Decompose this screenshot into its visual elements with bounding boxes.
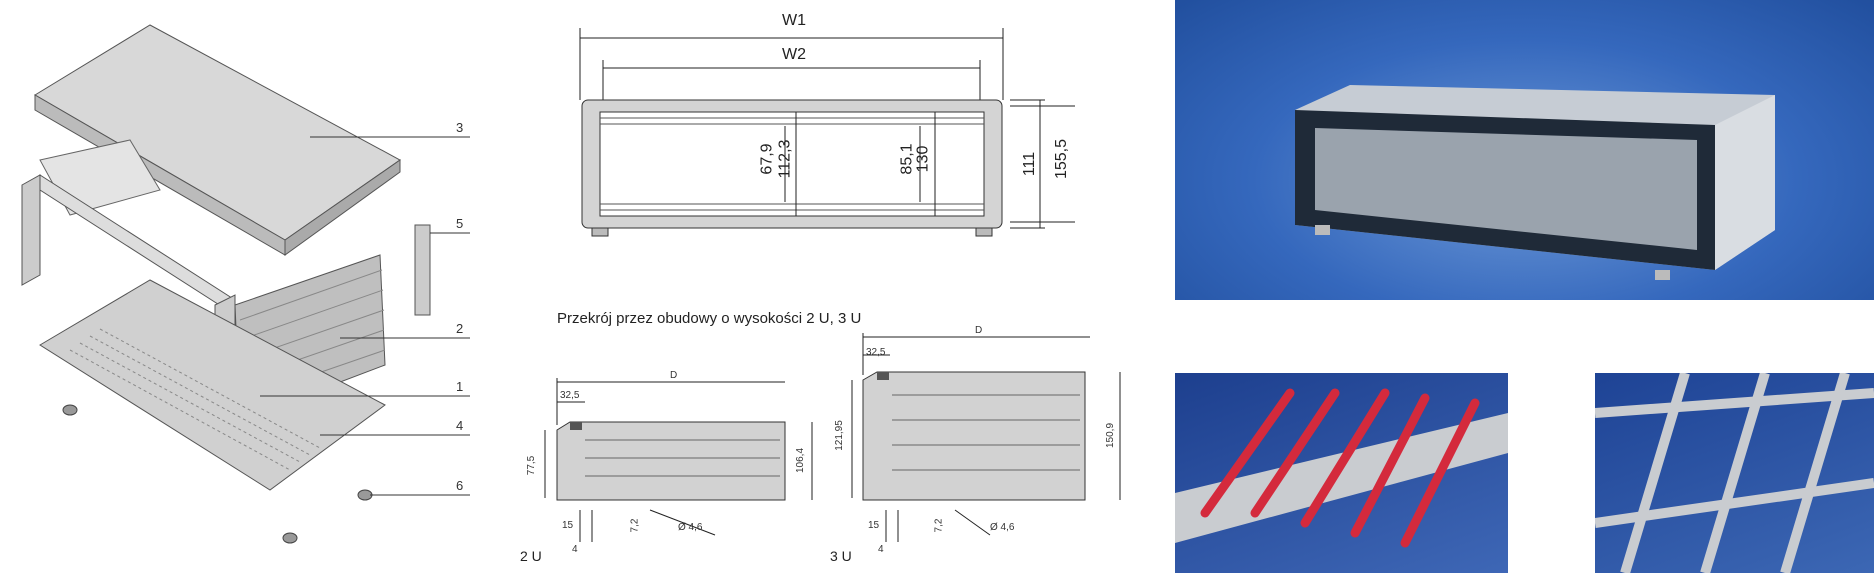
dim-121-95: 121,95 [833,420,845,451]
front-view-drawing: W1 W2 67,9 112,3 85,1 130 111 155,5 [570,0,1075,260]
part-label-3: 3 [456,120,464,135]
dim-d-2u: D [670,370,678,381]
dim-32-5-3u: 32,5 [866,347,886,358]
dim-hole-3u: Ø 4,6 [990,522,1015,533]
section-label-2u: 2 U [520,548,542,564]
exploded-drawing [21,24,470,544]
dim-15-3u: 15 [868,520,880,531]
dim-hole-2u: Ø 4,6 [678,522,703,533]
rails-shape [1595,373,1874,573]
dim-w2: W2 [782,46,806,63]
part-label-4: 4 [456,418,464,433]
dim-4-2u: 4 [572,544,578,555]
dim-155-5: 155,5 [1053,138,1071,180]
section-3u-lines [851,333,1121,542]
dim-7-2-3u: 7,2 [933,518,945,533]
section-3u: D 32,5 121,95 150,9 15 7,2 Ø 4,6 4 3 U [830,325,1130,570]
section-caption: Przekrój przez obudowy o wysokości 2 U, … [557,310,862,327]
card-guides-shape [1175,388,1508,548]
exploded-view: 3 5 2 1 4 6 [0,0,480,573]
dim-4-3u: 4 [878,544,884,555]
section-2u-lines [544,378,813,542]
part-label-2: 2 [456,321,464,336]
dim-150-9: 150,9 [1105,422,1117,449]
dim-32-5-2u: 32,5 [560,390,580,401]
section-2u: D 32,5 77,5 106,4 15 7,2 Ø 4,6 4 2 U [520,370,820,570]
dim-7-2-2u: 7,2 [629,518,641,533]
dim-67-9: 67,9 [758,143,776,175]
enclosure-photo [1175,0,1874,300]
enclosure-photo-shape [1295,85,1775,280]
front-view-lines [579,28,1075,237]
dim-130: 130 [914,145,932,173]
dim-d-3u: D [975,325,983,336]
dim-112-3: 112,3 [776,139,794,179]
section-label-3u: 3 U [830,548,852,564]
part-label-6: 6 [456,478,464,493]
dim-106-4: 106,4 [795,447,807,474]
part-label-5: 5 [456,216,464,231]
dim-15-2u: 15 [562,520,574,531]
rails-photo [1595,373,1874,573]
card-guides-photo [1175,373,1508,573]
dim-77-5: 77,5 [526,455,538,476]
dim-w1: W1 [782,12,806,29]
dim-111: 111 [1021,151,1039,177]
part-label-1: 1 [456,379,464,394]
